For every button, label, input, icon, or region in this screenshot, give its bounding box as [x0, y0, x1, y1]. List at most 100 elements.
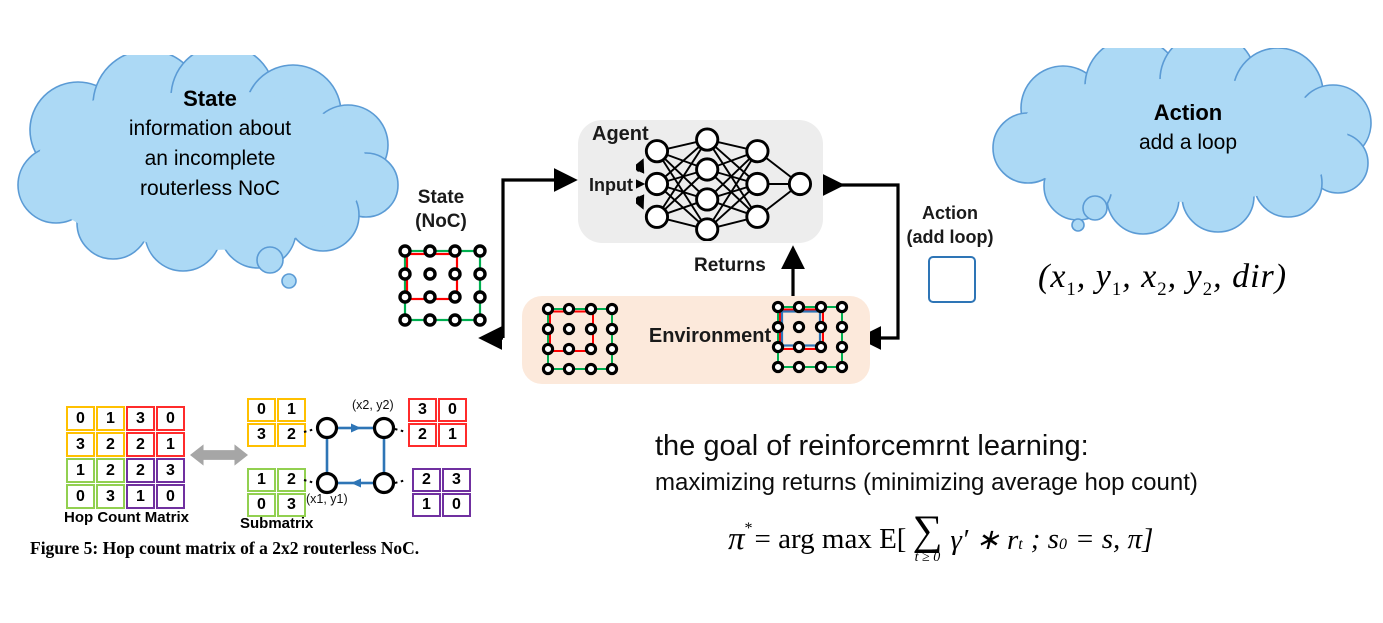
noc-2x2-loop — [303, 416, 407, 495]
input-label: Input — [589, 175, 633, 195]
sub-cell: 3 — [408, 398, 437, 422]
state-cloud-title: State — [183, 86, 237, 111]
hop-cell: 3 — [156, 458, 185, 483]
noc-nodes — [398, 244, 487, 327]
agent-label: Agent — [592, 123, 649, 145]
formula-sum: ∑ t ≥ 0 — [912, 508, 943, 565]
rl-loop-arrows — [478, 168, 900, 350]
tuple-sub: 1 — [1111, 278, 1123, 300]
sub-cell: 1 — [438, 423, 467, 447]
action-diagram-label: Action (add loop) — [893, 201, 1007, 249]
state-noc-label-line2: (NoC) — [415, 211, 467, 232]
hop-cell: 1 — [66, 458, 95, 483]
noc-grid-state — [398, 244, 487, 327]
hop-cell: 2 — [96, 432, 125, 457]
state-cloud-tail — [256, 246, 297, 289]
formula-eq: = arg max E[ — [754, 522, 907, 555]
hop-cell: 2 — [126, 432, 155, 457]
hop-count-matrix: 0 1 3 0 3 2 2 1 1 2 2 3 0 3 1 0 — [66, 406, 185, 509]
sub-cell: 2 — [277, 468, 306, 492]
rl-objective-formula: π * = arg max E[ ∑ t ≥ 0 γ′ ∗ r t ; s 0 … — [728, 508, 1154, 565]
double-arrow-icon — [190, 444, 248, 466]
corner-bottom-label: (x1, y1) — [306, 492, 348, 506]
tuple-part: (x — [1038, 258, 1067, 295]
returns-label: Returns — [694, 255, 766, 276]
sigma-under: t ≥ 0 — [914, 549, 941, 565]
corner-top-label: (x2, y2) — [352, 398, 394, 412]
formula-term: γ′ ∗ r — [950, 523, 1019, 556]
hop-count-matrix-label: Hop Count Matrix — [64, 509, 189, 526]
sub-cell: 3 — [247, 423, 276, 447]
hop-cell: 2 — [96, 458, 125, 483]
tuple-part: , dir) — [1213, 258, 1288, 295]
tuple-sub: 2 — [1157, 278, 1168, 300]
hop-cell: 0 — [66, 484, 95, 509]
sub-cell: 1 — [247, 468, 276, 492]
green-loop — [777, 306, 843, 368]
action-label-line1: Action — [922, 203, 978, 223]
arrow-state-to-agent — [501, 168, 578, 338]
hop-cell: 1 — [126, 484, 155, 509]
neural-network — [636, 127, 813, 241]
dotted-connectors — [303, 428, 407, 484]
green-loop — [403, 249, 482, 322]
sub-cell: 1 — [412, 493, 441, 517]
submatrix-label: Submatrix — [240, 515, 314, 532]
action-cloud-title: Action — [1153, 100, 1223, 125]
formula-star: * — [744, 520, 753, 538]
goal-line2: maximizing returns (minimizing average h… — [655, 469, 1198, 496]
formula-end: = s, π] — [1074, 522, 1154, 555]
hop-cell: 0 — [156, 484, 185, 509]
loop-nodes — [315, 416, 396, 495]
hop-cell: 3 — [126, 406, 155, 431]
action-tuple-formula: (x1, y1, x2, y2, dir) — [1038, 258, 1287, 301]
nn-nodes — [644, 127, 813, 241]
action-label-line2: (add loop) — [906, 227, 994, 247]
sub-cell: 3 — [442, 468, 471, 492]
state-cloud-text: State information about an incomplete ro… — [55, 84, 365, 204]
loop-direction-arrows — [351, 423, 361, 488]
input-arrows — [636, 158, 646, 210]
sub-cell: 0 — [247, 398, 276, 422]
goal-line1: the goal of reinforcemrnt learning: — [655, 430, 1089, 462]
state-noc-label-line1: State — [417, 187, 465, 208]
submatrix-topleft: 0 1 3 2 — [247, 398, 306, 447]
state-noc-label: State (NoC) — [398, 186, 484, 234]
arrow-action-to-environment — [838, 183, 900, 350]
blue-loop — [325, 426, 386, 485]
hop-cell: 3 — [96, 484, 125, 509]
noc-grid-environment-before — [541, 302, 619, 376]
sigma-symbol: ∑ — [912, 508, 943, 554]
action-cloud-text: Action add a loop — [1058, 98, 1318, 158]
sub-cell: 2 — [408, 423, 437, 447]
noc-nodes — [771, 300, 849, 374]
hop-cell: 0 — [156, 406, 185, 431]
formula-term-sub: t — [1018, 536, 1023, 554]
state-cloud-shape — [17, 55, 399, 289]
hop-cell: 1 — [96, 406, 125, 431]
tuple-part: , y — [1076, 258, 1112, 295]
sub-cell: 2 — [412, 468, 441, 492]
green-loop — [547, 308, 613, 370]
state-cloud-line: an incomplete — [144, 147, 276, 170]
submatrix-bottomleft: 1 2 0 3 — [247, 468, 306, 517]
action-loop-square — [928, 256, 976, 303]
sub-cell: 0 — [442, 493, 471, 517]
hop-cell: 0 — [66, 406, 95, 431]
formula-cond-sub: 0 — [1058, 536, 1067, 554]
submatrix-topright: 3 0 2 1 — [408, 398, 467, 447]
tuple-part: , y — [1167, 258, 1203, 295]
nn-connections — [656, 138, 801, 231]
state-cloud-line: information about — [128, 117, 292, 140]
hop-cell: 3 — [66, 432, 95, 457]
tuple-sub: 2 — [1202, 278, 1214, 300]
action-cloud-shape — [992, 48, 1372, 235]
action-cloud-tail — [1071, 195, 1108, 232]
tuple-sub: 1 — [1066, 278, 1077, 300]
state-cloud-line: routerless NoC — [139, 177, 281, 200]
submatrix-bottomright: 2 3 1 0 — [412, 468, 471, 517]
sub-cell: 1 — [277, 398, 306, 422]
sub-cell: 2 — [277, 423, 306, 447]
noc-nodes — [541, 302, 619, 376]
